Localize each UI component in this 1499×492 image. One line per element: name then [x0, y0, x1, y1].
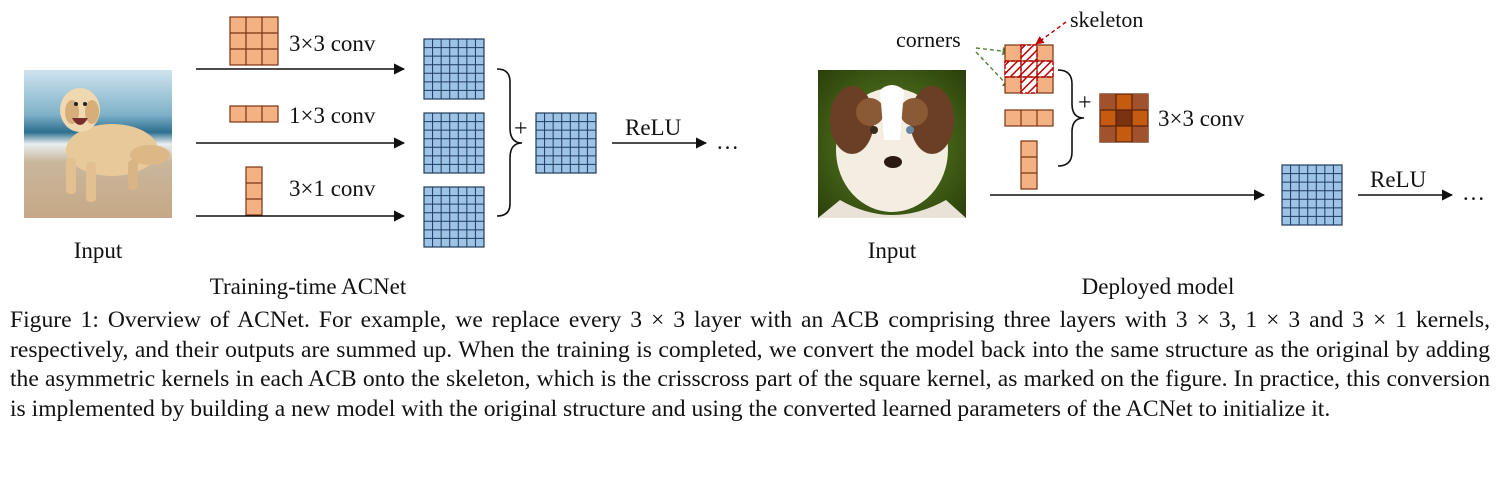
plus-sign-left: +: [514, 116, 528, 142]
branch-label-1x3: 1×3 conv: [289, 103, 376, 128]
kernel-3x1-right: [1020, 140, 1038, 190]
conv-label-right: 3×3 conv: [1158, 106, 1245, 131]
skeleton-label: skeleton: [1070, 7, 1143, 32]
feature-map-sum: [535, 112, 597, 174]
panel-title-left: Training-time ACNet: [210, 274, 407, 299]
corners-pointer-2: [975, 51, 1011, 89]
sum-brace-left: [496, 68, 523, 217]
kernel-1x3-left: [229, 105, 279, 123]
corners-label: corners: [896, 27, 961, 52]
left-input-photo: [24, 70, 172, 218]
sum-brace-right: [1057, 69, 1085, 167]
kernel-1x3-right: [1004, 109, 1054, 127]
right-input-label: Input: [868, 238, 917, 263]
skeleton-pointer: [1035, 21, 1067, 45]
plus-sign-right: +: [1078, 90, 1092, 116]
branch-label-3x3: 3×3 conv: [289, 31, 376, 56]
right-input-photo: [818, 70, 966, 218]
relu-label-right: ReLU: [1370, 167, 1427, 192]
feature-map-output: [1281, 164, 1343, 226]
feature-map-branch-3: [423, 186, 485, 248]
panel-title-right: Deployed model: [1082, 274, 1235, 299]
kernel-3x3-skeleton: [1004, 44, 1054, 94]
relu-label-left: ReLU: [625, 115, 682, 140]
ellipsis-right: …: [1462, 180, 1485, 205]
corners-pointer-1: [975, 46, 1011, 56]
left-input-label: Input: [74, 238, 123, 263]
figure-caption: Figure 1: Overview of ACNet. For example…: [10, 307, 1490, 422]
feature-map-branch-1: [423, 38, 485, 100]
kernel-3x1-left: [245, 166, 263, 216]
feature-map-branch-2: [423, 112, 485, 174]
acnet-overview-figure: Input 3×3 conv 1×3 conv 3×1 conv + ReLU …: [24, 7, 1485, 299]
kernel-3x3-fused: [1099, 93, 1149, 143]
ellipsis-left: …: [716, 129, 739, 154]
kernel-3x3-left: [229, 16, 279, 66]
branch-label-3x1: 3×1 conv: [289, 176, 376, 201]
